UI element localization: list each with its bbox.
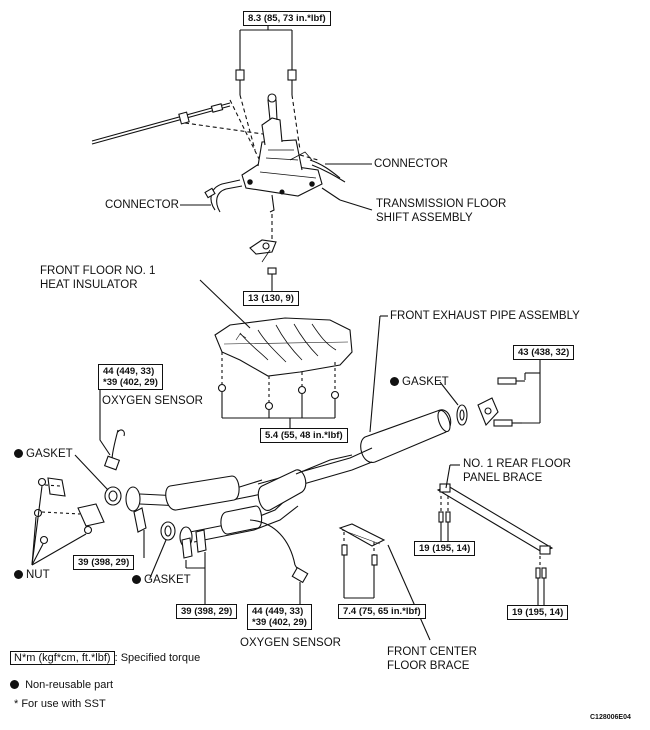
rear-brace-sketch bbox=[436, 464, 554, 605]
connector-right-sketch bbox=[309, 159, 372, 183]
insulator-nuts bbox=[217, 352, 340, 428]
label-oxygen-sensor-upper: OXYGEN SENSOR bbox=[102, 395, 203, 407]
legend-torque-key: N*m (kgf*cm, ft.*lbf) bbox=[10, 651, 115, 665]
non-reusable-dot-icon bbox=[14, 570, 23, 579]
insulator-leader bbox=[199, 279, 251, 329]
heat-insulator-sketch bbox=[214, 317, 353, 377]
torque-front-nut-left: 39 (398, 29) bbox=[73, 555, 135, 570]
shift-dashed-guides bbox=[184, 94, 319, 166]
connector-left-sketch bbox=[180, 179, 243, 213]
label-oxygen-sensor-lower: OXYGEN SENSOR bbox=[240, 637, 341, 649]
mid-gasket-sketch bbox=[133, 507, 207, 605]
shift-assembly-leader bbox=[321, 187, 341, 201]
shift-cable bbox=[91, 102, 231, 145]
label-connector-right: CONNECTOR bbox=[374, 158, 448, 170]
torque-sensor-lower: 44 (449, 33) *39 (402, 29) bbox=[247, 604, 312, 630]
legend-torque: N*m (kgf*cm, ft.*lbf): Specified torque bbox=[10, 651, 200, 665]
rear-flange-sketch bbox=[439, 358, 541, 427]
oxygen-sensor-lower-sketch bbox=[249, 519, 309, 605]
torque-sensor-upper: 44 (449, 33) *39 (402, 29) bbox=[98, 364, 163, 390]
shift-assembly-leader-2 bbox=[339, 199, 373, 211]
shift-bolt-leaders bbox=[239, 26, 293, 70]
label-gasket-mid: GASKET bbox=[132, 573, 191, 587]
legend-sst: * For use with SST bbox=[14, 698, 106, 710]
shift-nut-sketch bbox=[249, 194, 277, 291]
legend-non-reusable: Non-reusable part bbox=[10, 679, 113, 691]
non-reusable-dot-icon bbox=[10, 680, 19, 689]
shift-assembly-sketch bbox=[241, 93, 323, 197]
oxygen-sensor-upper-sketch bbox=[99, 376, 125, 471]
pipe-leader bbox=[369, 315, 381, 433]
torque-shift-nut: 13 (130, 9) bbox=[243, 291, 299, 306]
figure-code: C128006E04 bbox=[590, 714, 631, 721]
torque-rear-flange: 43 (438, 32) bbox=[513, 345, 575, 360]
torque-center-brace: 7.4 (75, 65 in.*lbf) bbox=[338, 604, 426, 619]
center-brace-sketch bbox=[338, 523, 431, 641]
exhaust-pipe-sketch bbox=[125, 409, 452, 548]
shift-bolts bbox=[235, 69, 297, 95]
label-gasket-left: GASKET bbox=[14, 447, 73, 461]
label-nut: NUT bbox=[14, 568, 50, 582]
torque-shift-bolts: 8.3 (85, 73 in.*lbf) bbox=[243, 11, 331, 26]
legend-torque-desc: : Specified torque bbox=[114, 652, 201, 664]
non-reusable-dot-icon bbox=[132, 575, 141, 584]
label-connector-left: CONNECTOR bbox=[105, 199, 179, 211]
label-exhaust-pipe: FRONT EXHAUST PIPE ASSEMBLY bbox=[390, 310, 580, 322]
label-rear-brace: NO. 1 REAR FLOOR PANEL BRACE bbox=[463, 458, 571, 484]
torque-rear-brace-right: 19 (195, 14) bbox=[507, 605, 569, 620]
label-center-brace: FRONT CENTER FLOOR BRACE bbox=[387, 646, 477, 672]
torque-front-nut-right: 39 (398, 29) bbox=[176, 604, 238, 619]
torque-rear-brace-left: 19 (195, 14) bbox=[414, 541, 476, 556]
non-reusable-dot-icon bbox=[14, 449, 23, 458]
non-reusable-dot-icon bbox=[390, 377, 399, 386]
label-shift-assembly: TRANSMISSION FLOOR SHIFT ASSEMBLY bbox=[376, 198, 507, 224]
left-gasket-nut-sketch bbox=[31, 454, 122, 566]
torque-insulator: 5.4 (55, 48 in.*lbf) bbox=[260, 428, 348, 443]
label-heat-insulator: FRONT FLOOR NO. 1 HEAT INSULATOR bbox=[40, 265, 156, 291]
label-gasket-rear: GASKET bbox=[390, 375, 449, 389]
